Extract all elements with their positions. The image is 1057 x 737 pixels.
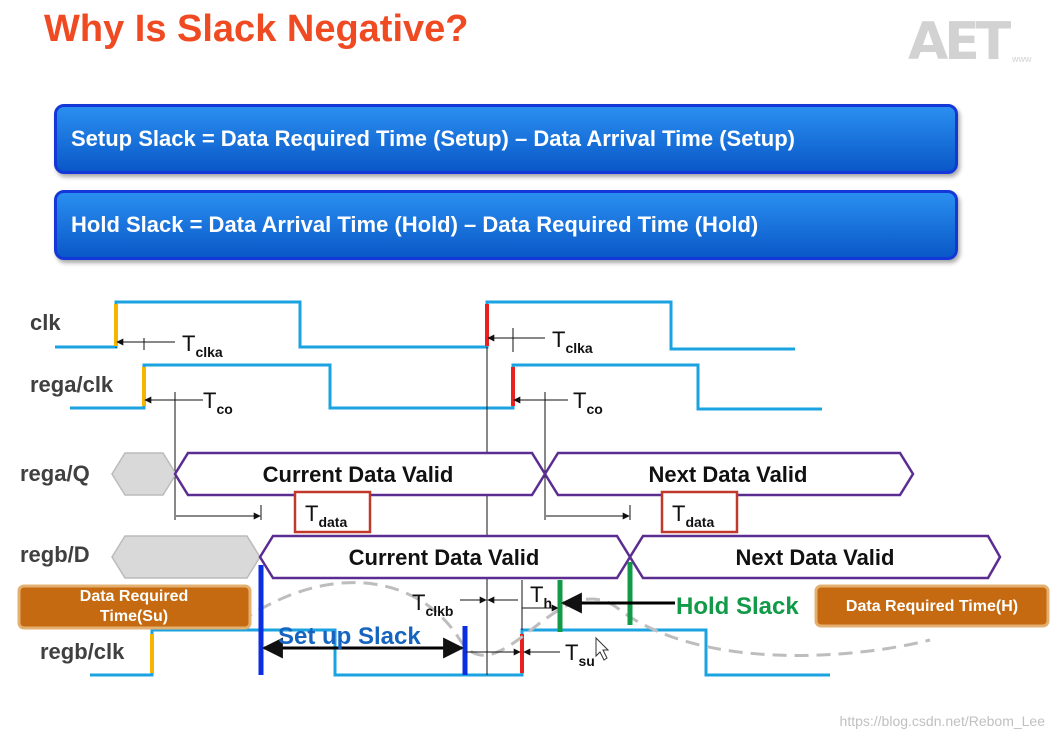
signal-label-regb-d: regb/D <box>20 542 90 567</box>
th-label: Th <box>530 582 552 611</box>
hold-slack-formula: Hold Slack = Data Arrival Time (Hold) – … <box>54 190 958 260</box>
signal-label-clk: clk <box>30 310 61 335</box>
tdata-label-1: Tdata <box>305 501 347 530</box>
tclkb-label: Tclkb <box>412 590 453 619</box>
setup-slack-label: Set up Slack <box>278 623 421 650</box>
tco-label-2: Tco <box>573 388 603 417</box>
slack-dashed-curve <box>239 581 931 657</box>
data-required-su-box <box>17 584 252 630</box>
mouse-cursor-icon <box>595 636 610 661</box>
rega-q-next-label: Next Data Valid <box>649 462 808 487</box>
regb-d-current-label: Current Data Valid <box>349 545 540 570</box>
tdata-label-2: Tdata <box>672 501 714 530</box>
signal-label-rega-q: rega/Q <box>20 461 90 486</box>
rega-q-current-label: Current Data Valid <box>263 462 454 487</box>
regb-clk-waveform <box>90 628 830 677</box>
tco-label-1: Tco <box>203 388 233 417</box>
tclka-label-2: Tclka <box>552 327 593 356</box>
signal-label-regb-clk: regb/clk <box>40 639 125 664</box>
tdata-box-2 <box>660 490 739 534</box>
page-title: Why Is Slack Negative? <box>44 8 469 50</box>
setup-slack-formula: Setup Slack = Data Required Time (Setup)… <box>54 104 958 174</box>
tsu-label: Tsu <box>565 640 595 669</box>
rega-clk-waveform <box>70 363 822 411</box>
tdata-box-1 <box>293 490 372 534</box>
regb-d-next-label: Next Data Valid <box>736 545 895 570</box>
logo-subtext: www <box>1012 54 1032 64</box>
signal-label-rega-clk: rega/clk <box>30 372 114 397</box>
hold-slack-label: Hold Slack <box>676 593 799 620</box>
data-required-h-label: Data Required Time(H) <box>846 598 1018 615</box>
data-required-su-line1: Data Required <box>80 588 188 605</box>
data-required-h-box <box>814 584 1050 628</box>
tclka-label-1: Tclka <box>182 331 223 360</box>
regb-d-previous-data <box>111 535 261 579</box>
regb-d-next-data <box>628 534 1002 580</box>
aet-logo: AET <box>908 12 1011 72</box>
rega-q-next-data <box>543 451 915 497</box>
watermark: https://blog.csdn.net/Rebom_Lee <box>839 713 1045 729</box>
data-required-su-line2: Time(Su) <box>100 608 168 625</box>
rega-q-previous-data <box>111 452 177 496</box>
